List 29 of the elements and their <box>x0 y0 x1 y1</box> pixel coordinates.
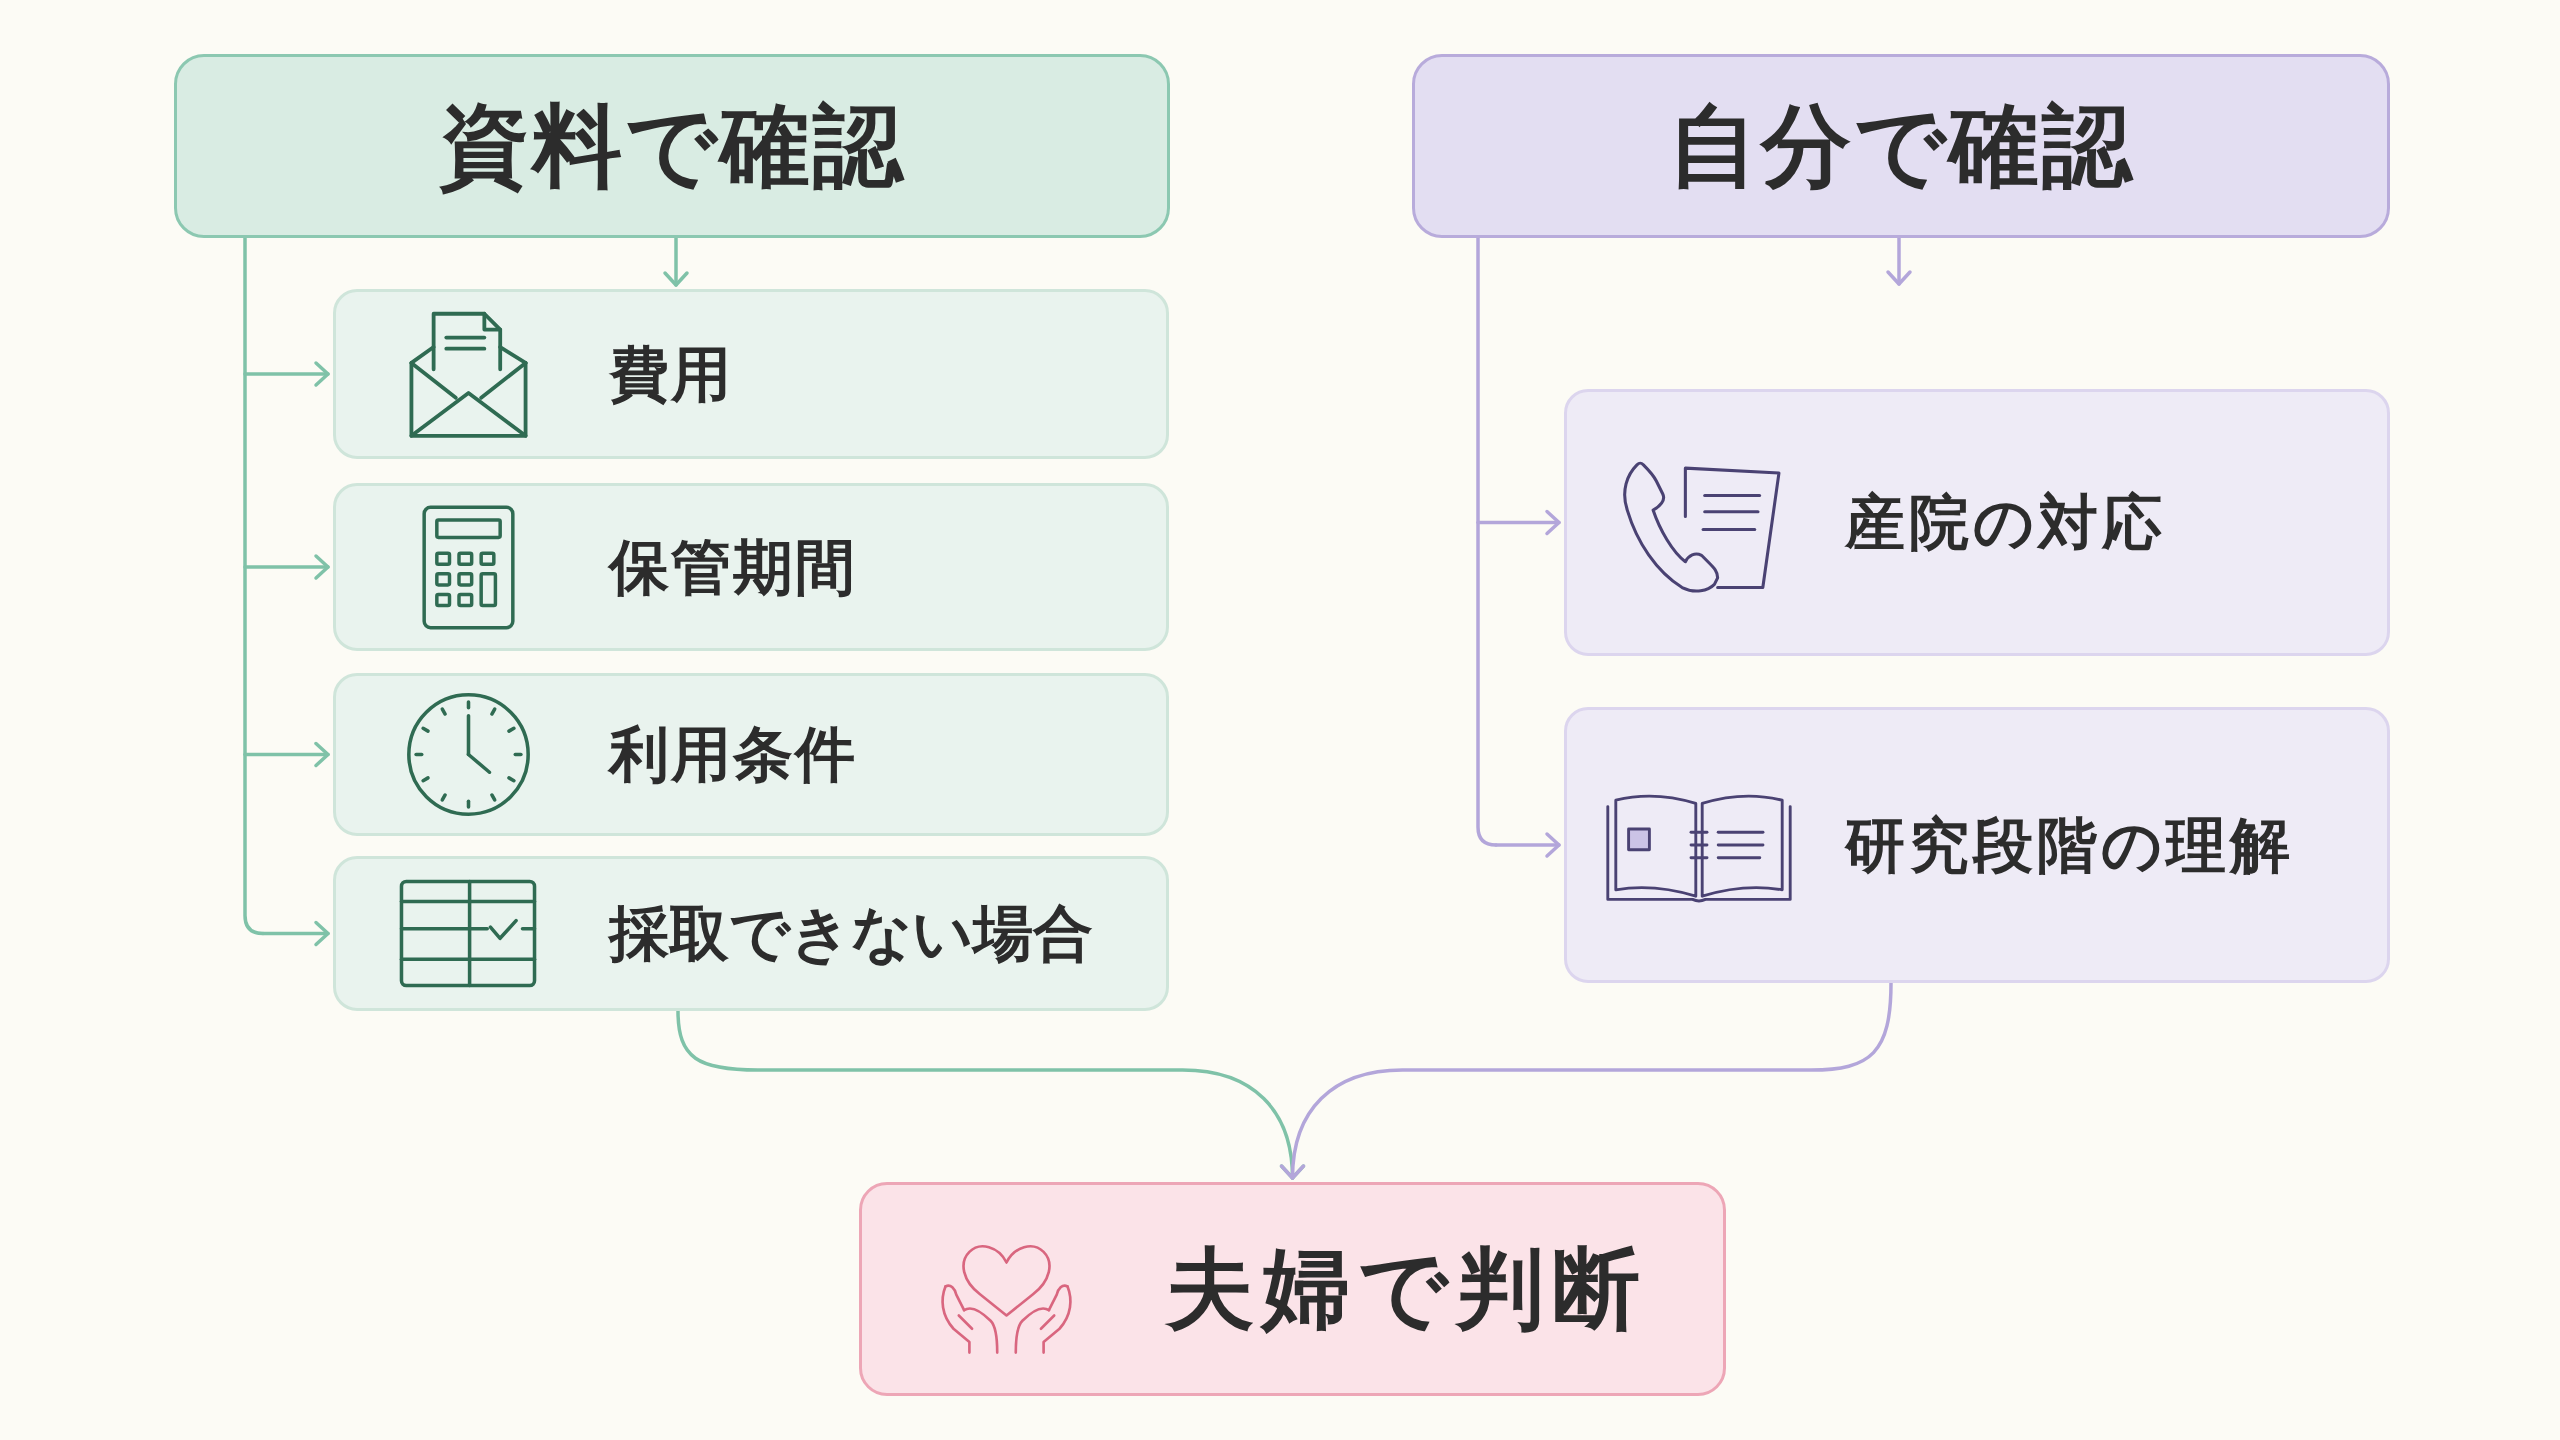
item-label: 産院の対応 <box>1845 488 2166 557</box>
arrow <box>243 361 330 387</box>
arrow <box>261 920 330 947</box>
connector-line <box>243 236 265 936</box>
connector-line <box>1476 236 1498 847</box>
group-heading: 資料で確認 <box>438 94 906 198</box>
arrow <box>663 236 689 287</box>
header-box <box>174 54 1170 238</box>
item-box <box>333 673 1169 836</box>
arrow <box>243 554 330 580</box>
curved-arrow <box>1280 981 1893 1180</box>
item-box <box>1564 707 2390 983</box>
arrow <box>1476 509 1561 536</box>
arrow <box>1494 832 1561 858</box>
item-box <box>333 289 1169 459</box>
result-label: 夫婦で判断 <box>1166 1238 1648 1340</box>
group-heading: 自分で確認 <box>1667 94 2135 198</box>
item-label: 費用 <box>609 339 733 409</box>
item-box <box>1564 389 2390 656</box>
item-label: 研究段階の理解 <box>1845 810 2294 880</box>
item-box <box>333 483 1169 651</box>
item-label: 利用条件 <box>609 720 857 789</box>
item-label: 採取できない場合 <box>609 899 1093 968</box>
item-label: 保管期間 <box>609 532 857 602</box>
item-box <box>333 856 1169 1011</box>
arrow <box>1886 236 1912 286</box>
result-box <box>859 1182 1726 1396</box>
header-box <box>1412 54 2390 238</box>
arrow <box>243 741 330 768</box>
